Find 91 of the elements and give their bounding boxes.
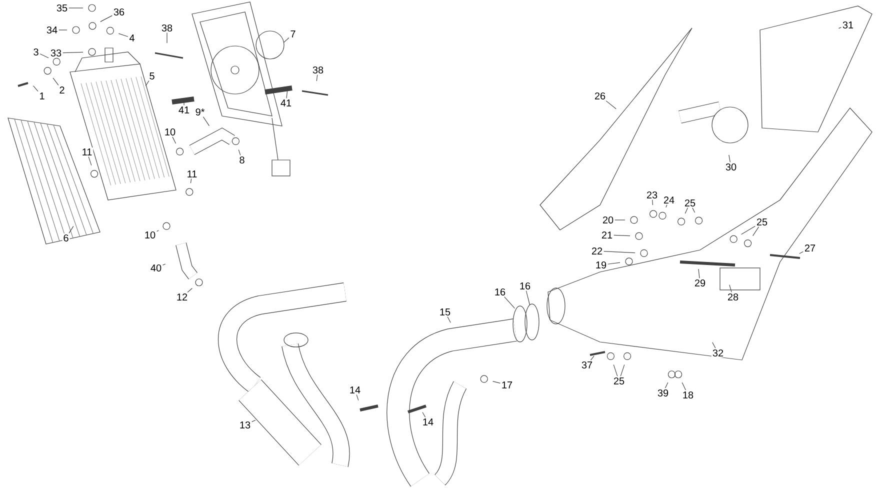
leader-line: [666, 204, 668, 208]
leader-line: [202, 116, 210, 126]
leader-line: [283, 37, 290, 43]
leader-line: [252, 420, 256, 422]
leader-line: [33, 86, 38, 92]
leader-line: [590, 356, 594, 360]
callout-number: 24: [662, 196, 676, 204]
leader-line: [187, 288, 192, 292]
callout-number: 4: [128, 34, 136, 42]
callout-number: 22: [590, 246, 604, 256]
leader-line: [838, 27, 842, 29]
leader-line: [166, 32, 168, 44]
leader-line: [190, 178, 192, 184]
leader-line: [664, 382, 668, 388]
callout-number: 12: [175, 292, 189, 302]
leader-line: [684, 208, 688, 214]
callout-number: 30: [724, 162, 738, 172]
callout-number: 38: [160, 23, 174, 32]
leader-line: [613, 364, 618, 376]
leader-line: [799, 251, 804, 254]
callout-number: 41: [279, 98, 293, 108]
leader-line: [162, 264, 166, 266]
callout-number: 21: [600, 230, 614, 240]
callout-number: 20: [601, 215, 615, 224]
leader-line: [40, 54, 49, 58]
callout-number: 8: [238, 155, 246, 164]
callout-number: 9*: [194, 107, 206, 116]
callout-number: 15: [438, 308, 452, 316]
callout-number: 1: [38, 92, 46, 100]
leader-line: [682, 382, 686, 390]
callout-number: 25: [612, 376, 626, 386]
leader-line: [68, 226, 74, 234]
leader-line: [604, 251, 636, 254]
callout-number: 18: [681, 390, 695, 400]
callout-number: 35: [55, 3, 69, 12]
leader-line: [729, 284, 732, 292]
leader-line: [614, 234, 630, 236]
leader-line: [492, 380, 500, 384]
callout-number: 11: [186, 170, 198, 178]
callout-number: 34: [45, 25, 59, 34]
leader-line: [606, 100, 616, 110]
leader-line: [422, 412, 426, 418]
leader-line: [145, 80, 150, 86]
leader-line: [752, 226, 760, 236]
callout-number: 7: [289, 30, 297, 38]
leader-line: [504, 296, 515, 309]
callout-number: 14: [348, 386, 362, 394]
leader-line: [728, 154, 730, 162]
callout-number: 14: [421, 418, 435, 426]
leader-line: [100, 15, 112, 22]
callout-number: 27: [803, 244, 817, 252]
callout-number: 19: [594, 260, 608, 270]
leader-line: [316, 74, 318, 82]
leader-line: [52, 78, 59, 86]
callout-number: 17: [500, 380, 514, 390]
callout-number: 41: [177, 106, 191, 114]
leader-line: [712, 342, 716, 348]
callout-number: 2: [58, 86, 66, 94]
callout-number: 40: [149, 263, 163, 272]
callout-number: 37: [580, 360, 594, 370]
callout-number: 39: [656, 388, 670, 398]
callout-number: 3: [32, 47, 40, 56]
callout-number: 10: [143, 230, 157, 240]
callout-number: 25: [683, 198, 697, 208]
leader-line: [698, 268, 700, 278]
leader-line: [741, 226, 756, 235]
leader-line: [286, 90, 288, 99]
leader-line: [62, 52, 84, 54]
callout-number: 38: [311, 65, 325, 74]
callout-number: 33: [49, 48, 63, 58]
leader-line: [118, 33, 128, 37]
leader-line: [652, 200, 653, 206]
leader-line: [526, 290, 530, 306]
callout-number: 11: [80, 148, 94, 156]
callout-number: 16: [518, 281, 532, 290]
callout-number: 26: [593, 91, 607, 100]
leader-line: [88, 156, 92, 166]
callout-number: 10: [163, 127, 177, 136]
leader-line: [238, 149, 241, 156]
leader-line: [156, 230, 159, 232]
leader-line: [692, 208, 696, 213]
leader-line: [608, 262, 620, 264]
callout-number: 13: [238, 420, 252, 430]
leader-line: [620, 364, 625, 376]
leader-line: [356, 394, 359, 401]
leader-line: [172, 136, 176, 144]
callout-number: 5: [148, 72, 156, 80]
callout-number: 23: [645, 190, 659, 200]
leader-line: [447, 316, 451, 323]
callout-number: 16: [493, 287, 507, 296]
callout-number: 36: [112, 7, 126, 16]
